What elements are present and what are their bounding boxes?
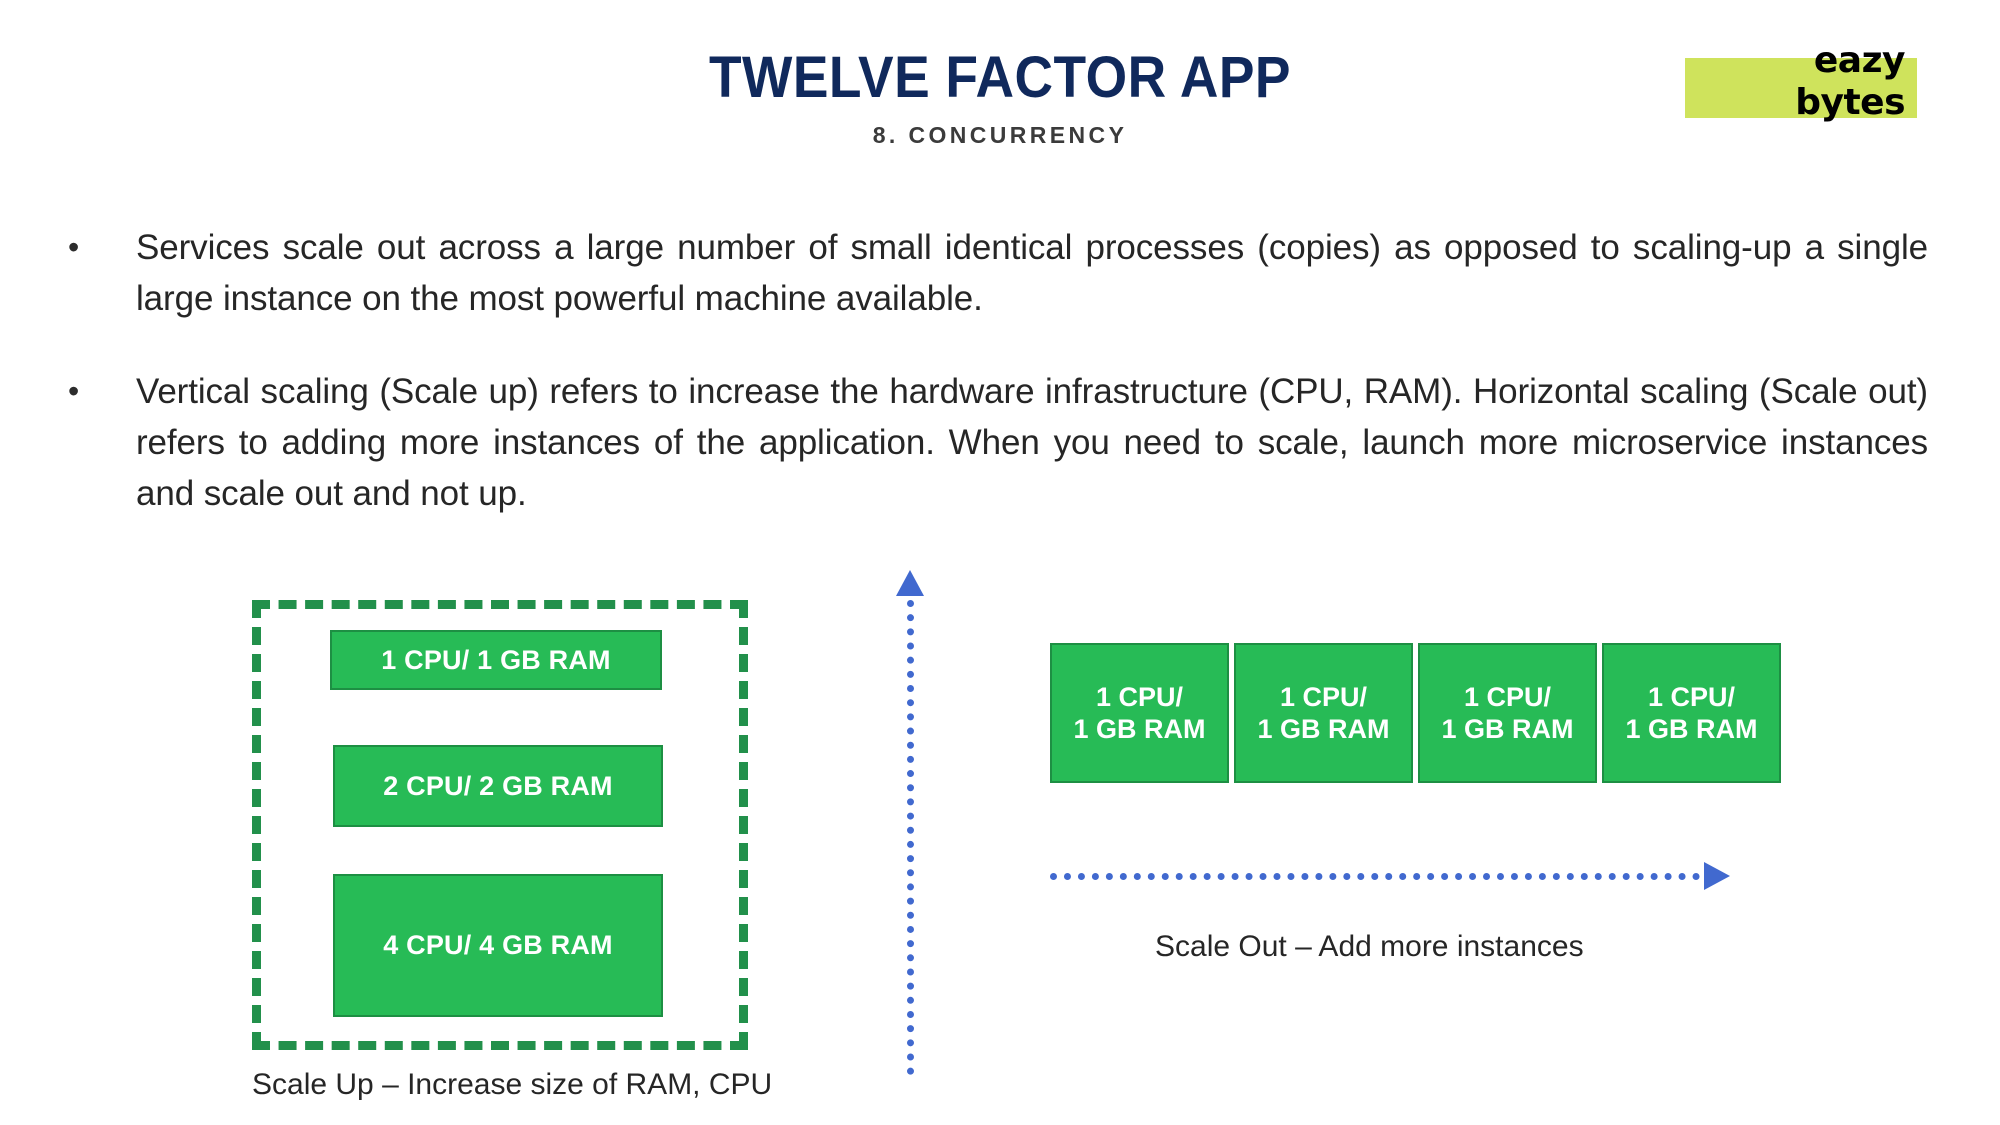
instance-line-2: 1 GB RAM — [1257, 714, 1390, 744]
list-item: • Services scale out across a large numb… — [68, 222, 1928, 324]
logo-background — [1685, 58, 1917, 118]
scale-up-container — [252, 600, 748, 1050]
instance-box-2: 1 CPU/ 1 GB RAM — [1234, 643, 1413, 783]
logo-text: eazy bytes — [1685, 40, 1917, 124]
instance-line-1: 1 CPU/ — [1647, 682, 1736, 712]
scale-up-caption: Scale Up – Increase size of RAM, CPU — [252, 1068, 773, 1101]
scale-up-box-1: 1 CPU/ 1 GB RAM — [330, 630, 662, 690]
page-subtitle: 8. CONCURRENCY — [872, 122, 1128, 148]
bullet-list: • Services scale out across a large numb… — [68, 222, 1928, 561]
horizontal-scale-arrow-icon — [1050, 862, 1730, 892]
vertical-scale-arrow-icon — [894, 570, 926, 1075]
logo-line-2: bytes — [1795, 82, 1905, 123]
instance-box-3: 1 CPU/ 1 GB RAM — [1418, 643, 1597, 783]
instance-line-2: 1 GB RAM — [1441, 714, 1574, 744]
bullet-text: Services scale out across a large number… — [136, 228, 1928, 318]
scale-out-caption: Scale Out – Add more instances — [1155, 930, 1584, 963]
page-title: TWELVE FACTOR APP — [709, 45, 1291, 110]
scale-out-instances: 1 CPU/ 1 GB RAM 1 CPU/ 1 GB RAM 1 CPU/ 1… — [1050, 643, 1781, 783]
instance-box-1: 1 CPU/ 1 GB RAM — [1050, 643, 1229, 783]
arrow-shaft-dotted — [1050, 873, 1700, 880]
list-item: • Vertical scaling (Scale up) refers to … — [68, 366, 1928, 519]
instance-line-2: 1 GB RAM — [1625, 714, 1758, 744]
logo-line-1: eazy — [1813, 40, 1906, 81]
bullet-text: Vertical scaling (Scale up) refers to in… — [136, 372, 1928, 513]
arrow-head-right-icon — [1704, 862, 1730, 890]
scale-up-box-2: 2 CPU/ 2 GB RAM — [333, 745, 663, 827]
arrow-head-up-icon — [896, 570, 924, 596]
instance-line-1: 1 CPU/ — [1463, 682, 1552, 712]
scale-up-box-3: 4 CPU/ 4 GB RAM — [333, 874, 663, 1017]
arrow-shaft-dotted — [907, 600, 914, 1075]
instance-line-2: 1 GB RAM — [1073, 714, 1206, 744]
instance-box-4: 1 CPU/ 1 GB RAM — [1602, 643, 1781, 783]
bullet-marker-icon: • — [68, 373, 80, 409]
bullet-marker-icon: • — [68, 229, 80, 265]
brand-logo: eazy bytes — [1685, 40, 1917, 140]
instance-line-1: 1 CPU/ — [1279, 682, 1368, 712]
instance-line-1: 1 CPU/ — [1095, 682, 1184, 712]
